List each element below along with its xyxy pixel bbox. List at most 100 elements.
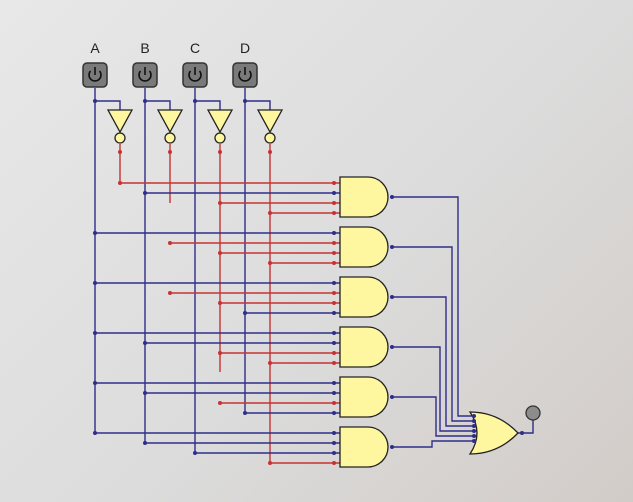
and-gate-body: [339, 276, 389, 318]
and-to-or-wire: [392, 396, 478, 437]
junction-dot: [472, 429, 476, 433]
junction-dot: [243, 311, 247, 315]
not-gate-bubble: [114, 132, 126, 144]
junction-dot: [472, 439, 476, 443]
input-label-b: B: [140, 40, 150, 56]
not-input-wire: [145, 100, 171, 110]
junction-dot: [332, 401, 336, 405]
or-output-wire: [518, 420, 534, 434]
junction-dot: [193, 451, 197, 455]
not-input-wire: [195, 100, 221, 110]
junction-dot: [472, 419, 476, 423]
and-gate: [339, 226, 389, 268]
junction-dot: [143, 391, 147, 395]
and-to-or-wire: [392, 346, 478, 432]
junction-dot: [218, 150, 222, 154]
junction-dot: [332, 331, 336, 335]
junction-dot: [93, 99, 97, 103]
junction-dot: [243, 99, 247, 103]
junction-dot: [332, 361, 336, 365]
junction-dot: [93, 231, 97, 235]
junction-dot: [332, 431, 336, 435]
junction-dot: [332, 381, 336, 385]
junction-dot: [390, 195, 394, 199]
power-switch-a: [82, 62, 108, 88]
not-input-wire: [95, 100, 121, 110]
power-switch-d: [232, 62, 258, 88]
power-switch-b: [132, 62, 158, 88]
junction-dot: [390, 445, 394, 449]
and-to-or-wire: [392, 246, 478, 422]
junction-dots-layer: [93, 99, 524, 465]
junction-dot: [243, 411, 247, 415]
and-gate: [339, 426, 389, 468]
power-switch-c: [182, 62, 208, 88]
or-gate-body: [468, 411, 519, 455]
power-icon: [88, 70, 102, 82]
and-gate-body: [339, 426, 389, 468]
not-gate: [106, 109, 134, 144]
and-gate-body: [339, 226, 389, 268]
junction-dot: [143, 441, 147, 445]
junction-dot: [390, 295, 394, 299]
output-led: [525, 405, 541, 421]
not-gate-bubble: [264, 132, 276, 144]
junction-dot: [218, 251, 222, 255]
junction-dot: [93, 431, 97, 435]
junction-dot: [332, 281, 336, 285]
junction-dot: [268, 261, 272, 265]
junction-dot: [268, 150, 272, 154]
junction-dot: [193, 99, 197, 103]
input-label-a: A: [90, 40, 100, 56]
junction-dot: [332, 261, 336, 265]
not-gate-bubble: [164, 132, 176, 144]
and-gate-body: [339, 376, 389, 418]
junction-dot: [520, 431, 524, 435]
junction-dot: [118, 181, 122, 185]
junction-dot: [332, 301, 336, 305]
not-gate: [256, 109, 284, 144]
junction-dot: [332, 441, 336, 445]
and-gate: [339, 376, 389, 418]
not-gate: [156, 109, 184, 144]
junction-dot: [332, 461, 336, 465]
junction-dot: [93, 331, 97, 335]
junction-dot: [168, 291, 172, 295]
junction-dot: [218, 201, 222, 205]
junction-dot: [332, 451, 336, 455]
junction-dot: [268, 461, 272, 465]
junction-dot: [218, 301, 222, 305]
not-gate-body: [106, 109, 134, 134]
junction-dot: [472, 414, 476, 418]
junction-dot: [332, 251, 336, 255]
and-to-or-wire: [392, 196, 478, 417]
junction-dot: [472, 434, 476, 438]
junction-dot: [472, 424, 476, 428]
power-icon: [188, 70, 202, 82]
not-gate: [206, 109, 234, 144]
junction-dot: [390, 395, 394, 399]
junction-dot: [332, 311, 336, 315]
and-gate-body: [339, 176, 389, 218]
and-gate: [339, 326, 389, 368]
junction-dot: [390, 345, 394, 349]
junction-dot: [93, 381, 97, 385]
power-icon: [138, 70, 152, 82]
junction-dot: [143, 341, 147, 345]
not-input-wire: [245, 100, 271, 110]
junction-dot: [268, 361, 272, 365]
wires-layer: [94, 88, 534, 464]
junction-dot: [332, 341, 336, 345]
and-gate: [339, 176, 389, 218]
junction-dot: [332, 291, 336, 295]
and-to-or-wire: [392, 296, 478, 427]
junction-dot: [168, 241, 172, 245]
and-gate-body: [339, 326, 389, 368]
junction-dot: [332, 191, 336, 195]
junction-dot: [332, 231, 336, 235]
junction-dot: [218, 351, 222, 355]
junction-dot: [143, 191, 147, 195]
junction-dot: [93, 281, 97, 285]
not-gate-body: [156, 109, 184, 134]
